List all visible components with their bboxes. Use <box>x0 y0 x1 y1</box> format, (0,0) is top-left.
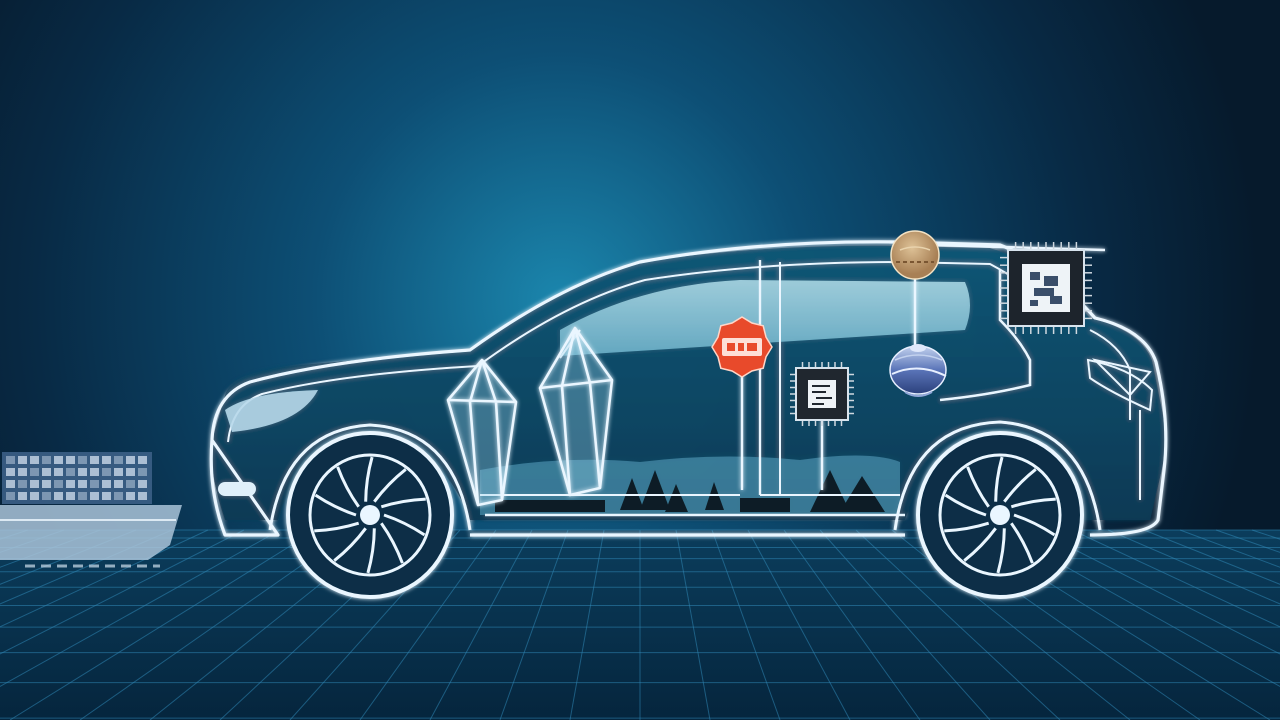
floor-grid <box>0 529 1280 720</box>
headlight <box>225 390 318 432</box>
cargo-ship-icon <box>0 452 182 568</box>
body-outline <box>209 240 1168 537</box>
side-window <box>560 280 970 356</box>
warning-badge-icon <box>711 316 773 378</box>
fog-light <box>218 482 256 496</box>
crystal-icon <box>446 358 518 507</box>
rear-wheel <box>916 431 1084 599</box>
vehicle-outline <box>209 240 1168 537</box>
crystal-icon <box>538 326 614 497</box>
globe-icon <box>889 344 947 397</box>
taillight <box>1086 358 1154 412</box>
tree-silhouettes <box>495 470 885 512</box>
device-stands <box>740 278 917 490</box>
front-wheel <box>286 431 454 599</box>
microchip-icon <box>1000 242 1092 334</box>
wooden-disc-icon <box>890 230 940 280</box>
microchip-icon <box>790 362 854 426</box>
